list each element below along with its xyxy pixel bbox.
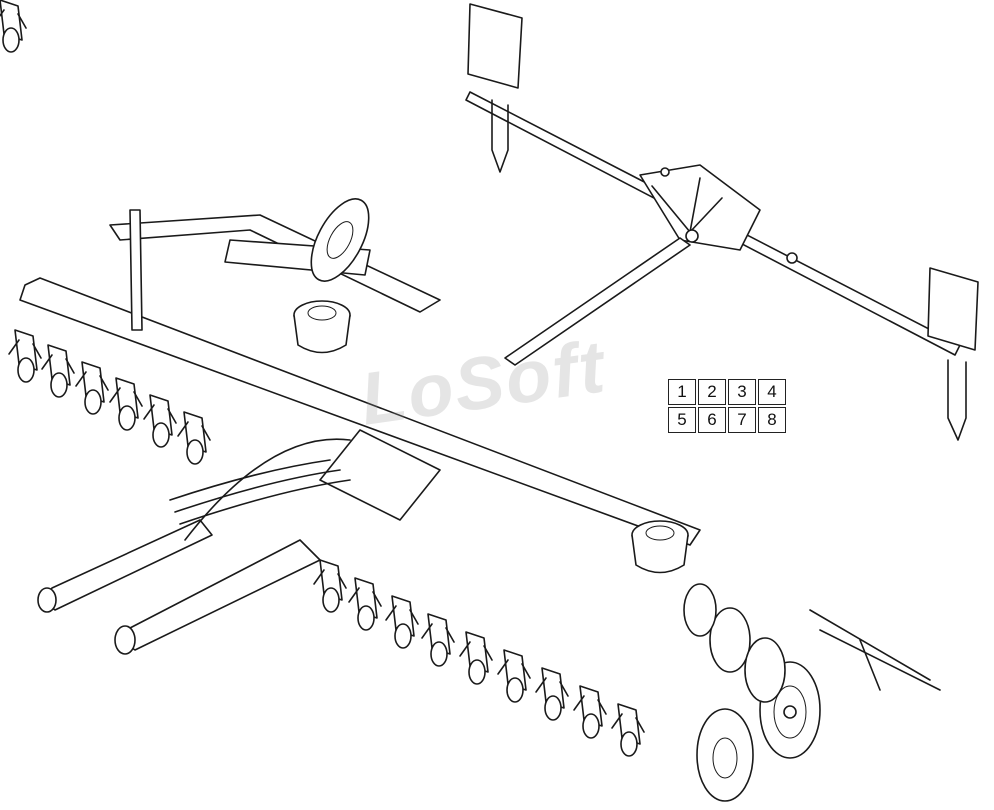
distributor-heads — [293, 300, 689, 574]
marker-bracket — [639, 164, 761, 251]
page-selector: 1 2 3 4 5 6 7 8 — [668, 379, 786, 433]
page-link-1[interactable]: 1 — [668, 379, 696, 405]
hitch-drawbar — [37, 429, 441, 655]
marker-plate-left — [467, 3, 523, 89]
page-link-3[interactable]: 3 — [728, 379, 756, 405]
transport-wheels — [683, 583, 821, 802]
seed-units-row — [0, 0, 645, 757]
marker-strut — [504, 237, 691, 366]
page-link-5[interactable]: 5 — [668, 407, 696, 433]
main-frame — [19, 198, 701, 546]
marker-plate-right — [927, 267, 979, 351]
page-link-7[interactable]: 7 — [728, 407, 756, 433]
marker-arm — [465, 3, 979, 441]
page-link-4[interactable]: 4 — [758, 379, 786, 405]
page-link-8[interactable]: 8 — [758, 407, 786, 433]
page-link-2[interactable]: 2 — [698, 379, 726, 405]
watermark-part: Lo — [355, 345, 461, 441]
depth-wheel — [310, 198, 370, 282]
following-harrow — [809, 609, 941, 691]
page-link-6[interactable]: 6 — [698, 407, 726, 433]
